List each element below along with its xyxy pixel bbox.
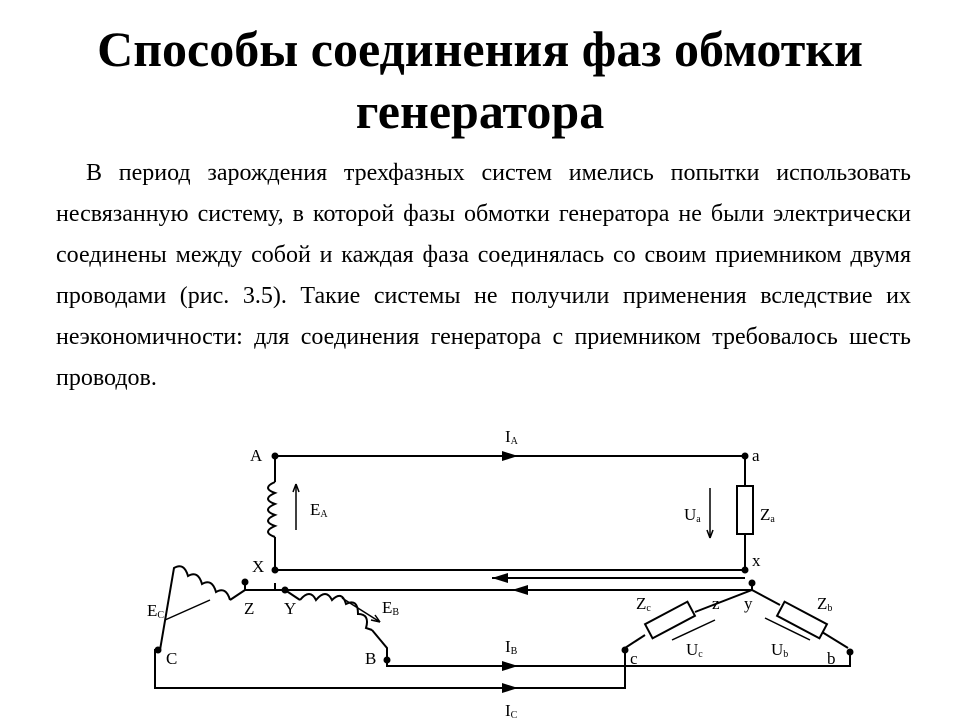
- arrow-ub: [764, 617, 811, 641]
- dot-b-terminal: [383, 656, 391, 664]
- emf-labels: EA EB EC: [147, 500, 399, 621]
- label-ua: Ua: [684, 505, 701, 525]
- coil-phase-c: [159, 565, 231, 651]
- dot-z-terminal: [241, 578, 249, 586]
- label-c: c: [630, 649, 638, 668]
- label-b: b: [827, 649, 836, 668]
- dot-x-load: [741, 566, 749, 574]
- current-labels: IA IB IC: [505, 427, 519, 720]
- wire-phase-a-forward: [275, 455, 746, 486]
- label-x: x: [752, 551, 761, 570]
- label-zc: Zc: [636, 594, 651, 614]
- dot-a-terminal: [271, 452, 279, 460]
- arrow-eb: [341, 597, 381, 623]
- load-labels: Za Zb Zc: [636, 505, 832, 614]
- label-ic: IC: [505, 701, 518, 720]
- coil-phase-b: [299, 593, 373, 631]
- coil-phase-a: [267, 481, 278, 538]
- label-ib: IB: [505, 637, 518, 657]
- label-eb: EB: [382, 598, 399, 618]
- resistor-zc: [643, 600, 697, 640]
- label-A: A: [250, 446, 263, 465]
- dot-y-terminal: [281, 586, 289, 594]
- emf-voltage-arrows: [164, 483, 811, 641]
- body-paragraph: В период зарождения трехфазных систем им…: [56, 160, 911, 391]
- arrow-ib: [502, 661, 518, 671]
- label-C: C: [166, 649, 177, 668]
- resistor-zb: [775, 600, 829, 640]
- current-arrows: [492, 451, 528, 693]
- terminal-dots: [154, 452, 854, 664]
- dot-x-terminal: [271, 566, 279, 574]
- arrow-ec: [164, 599, 211, 621]
- voltage-labels: Ua Ub Uc: [684, 505, 788, 660]
- dot-a-load: [741, 452, 749, 460]
- label-ia: IA: [505, 427, 519, 447]
- label-Z: Z: [244, 599, 254, 618]
- label-zb: Zb: [817, 594, 832, 614]
- wire-load-star: [624, 588, 849, 649]
- label-B: B: [365, 649, 376, 668]
- arrow-return-2: [512, 585, 528, 595]
- generator-coils: [159, 481, 373, 651]
- load-resistors: [643, 485, 829, 640]
- label-ec: EC: [147, 601, 164, 621]
- label-za: Za: [760, 505, 775, 525]
- dot-b-load: [846, 648, 854, 656]
- slide-title: Способы соединения фаз обмотки генератор…: [0, 18, 960, 142]
- arrow-ic: [502, 683, 518, 693]
- label-uc: Uc: [686, 640, 703, 660]
- label-z: z: [712, 594, 720, 613]
- wire-return-upper: [244, 582, 753, 591]
- resistor-za: [736, 485, 754, 535]
- wire-phase-a-return: [274, 534, 746, 571]
- label-a: a: [752, 446, 760, 465]
- arrow-uc: [671, 619, 716, 641]
- label-ub: Ub: [771, 640, 788, 660]
- title-line-2: генератора: [355, 83, 605, 139]
- terminal-labels: A a X x Z Y C B c z y b: [166, 446, 836, 668]
- label-Y: Y: [284, 599, 296, 618]
- label-X: X: [252, 557, 264, 576]
- arrow-ia: [502, 451, 518, 461]
- dot-c-load: [621, 646, 629, 654]
- label-y: y: [744, 594, 753, 613]
- label-ea: EA: [310, 500, 328, 520]
- dot-y-load: [748, 579, 756, 587]
- dot-c-terminal: [154, 646, 162, 654]
- title-line-1: Способы соединения фаз обмотки: [97, 21, 863, 77]
